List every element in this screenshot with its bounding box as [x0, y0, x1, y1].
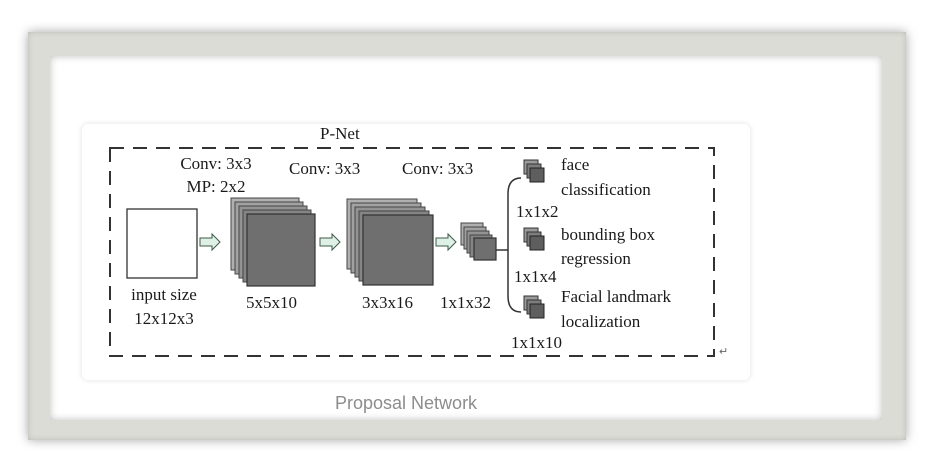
output-face-size: 1x1x2: [516, 202, 559, 221]
layer1-op-conv: Conv: 3x3: [180, 154, 252, 173]
layer2-op-conv: Conv: 3x3: [289, 159, 361, 178]
output-bbox-line2: regression: [561, 249, 631, 268]
diagram-caption: Proposal Network: [335, 393, 478, 413]
arrow-1: [199, 232, 221, 252]
diagram-title: P-Net: [320, 124, 360, 143]
layer1-size: 5x5x10: [246, 293, 297, 312]
output-face-line2: classification: [561, 180, 651, 199]
output-bbox-size: 1x1x4: [514, 267, 557, 286]
dashed-boundary: [109, 147, 715, 357]
input-size: 12x12x3: [134, 309, 194, 328]
output-landmark-line1: Facial landmark: [561, 287, 671, 306]
output-landmark-line2: localization: [561, 312, 641, 331]
arrow-2: [319, 232, 341, 252]
output-cube-landmark: [523, 295, 545, 319]
input-square: [126, 208, 198, 279]
layer3-op-conv: Conv: 3x3: [402, 159, 474, 178]
paragraph-mark-icon: ↵: [719, 346, 729, 358]
output-face-line1: face: [561, 155, 590, 174]
output-cube-face: [523, 159, 545, 183]
output-bbox-line1: bounding box: [561, 225, 655, 244]
output-cube-bbox: [523, 227, 545, 251]
input-label: input size: [131, 285, 197, 304]
layer-block-2: [346, 198, 434, 286]
layer-block-3: [460, 222, 497, 261]
arrow-3: [435, 232, 457, 252]
output-landmark-size: 1x1x10: [511, 333, 562, 352]
layer3-size: 1x1x32: [440, 293, 491, 312]
output-brace: [507, 177, 522, 313]
layer2-size: 3x3x16: [362, 293, 413, 312]
layer-block-1: [230, 197, 316, 287]
layer1-op-pool: MP: 2x2: [186, 177, 246, 196]
